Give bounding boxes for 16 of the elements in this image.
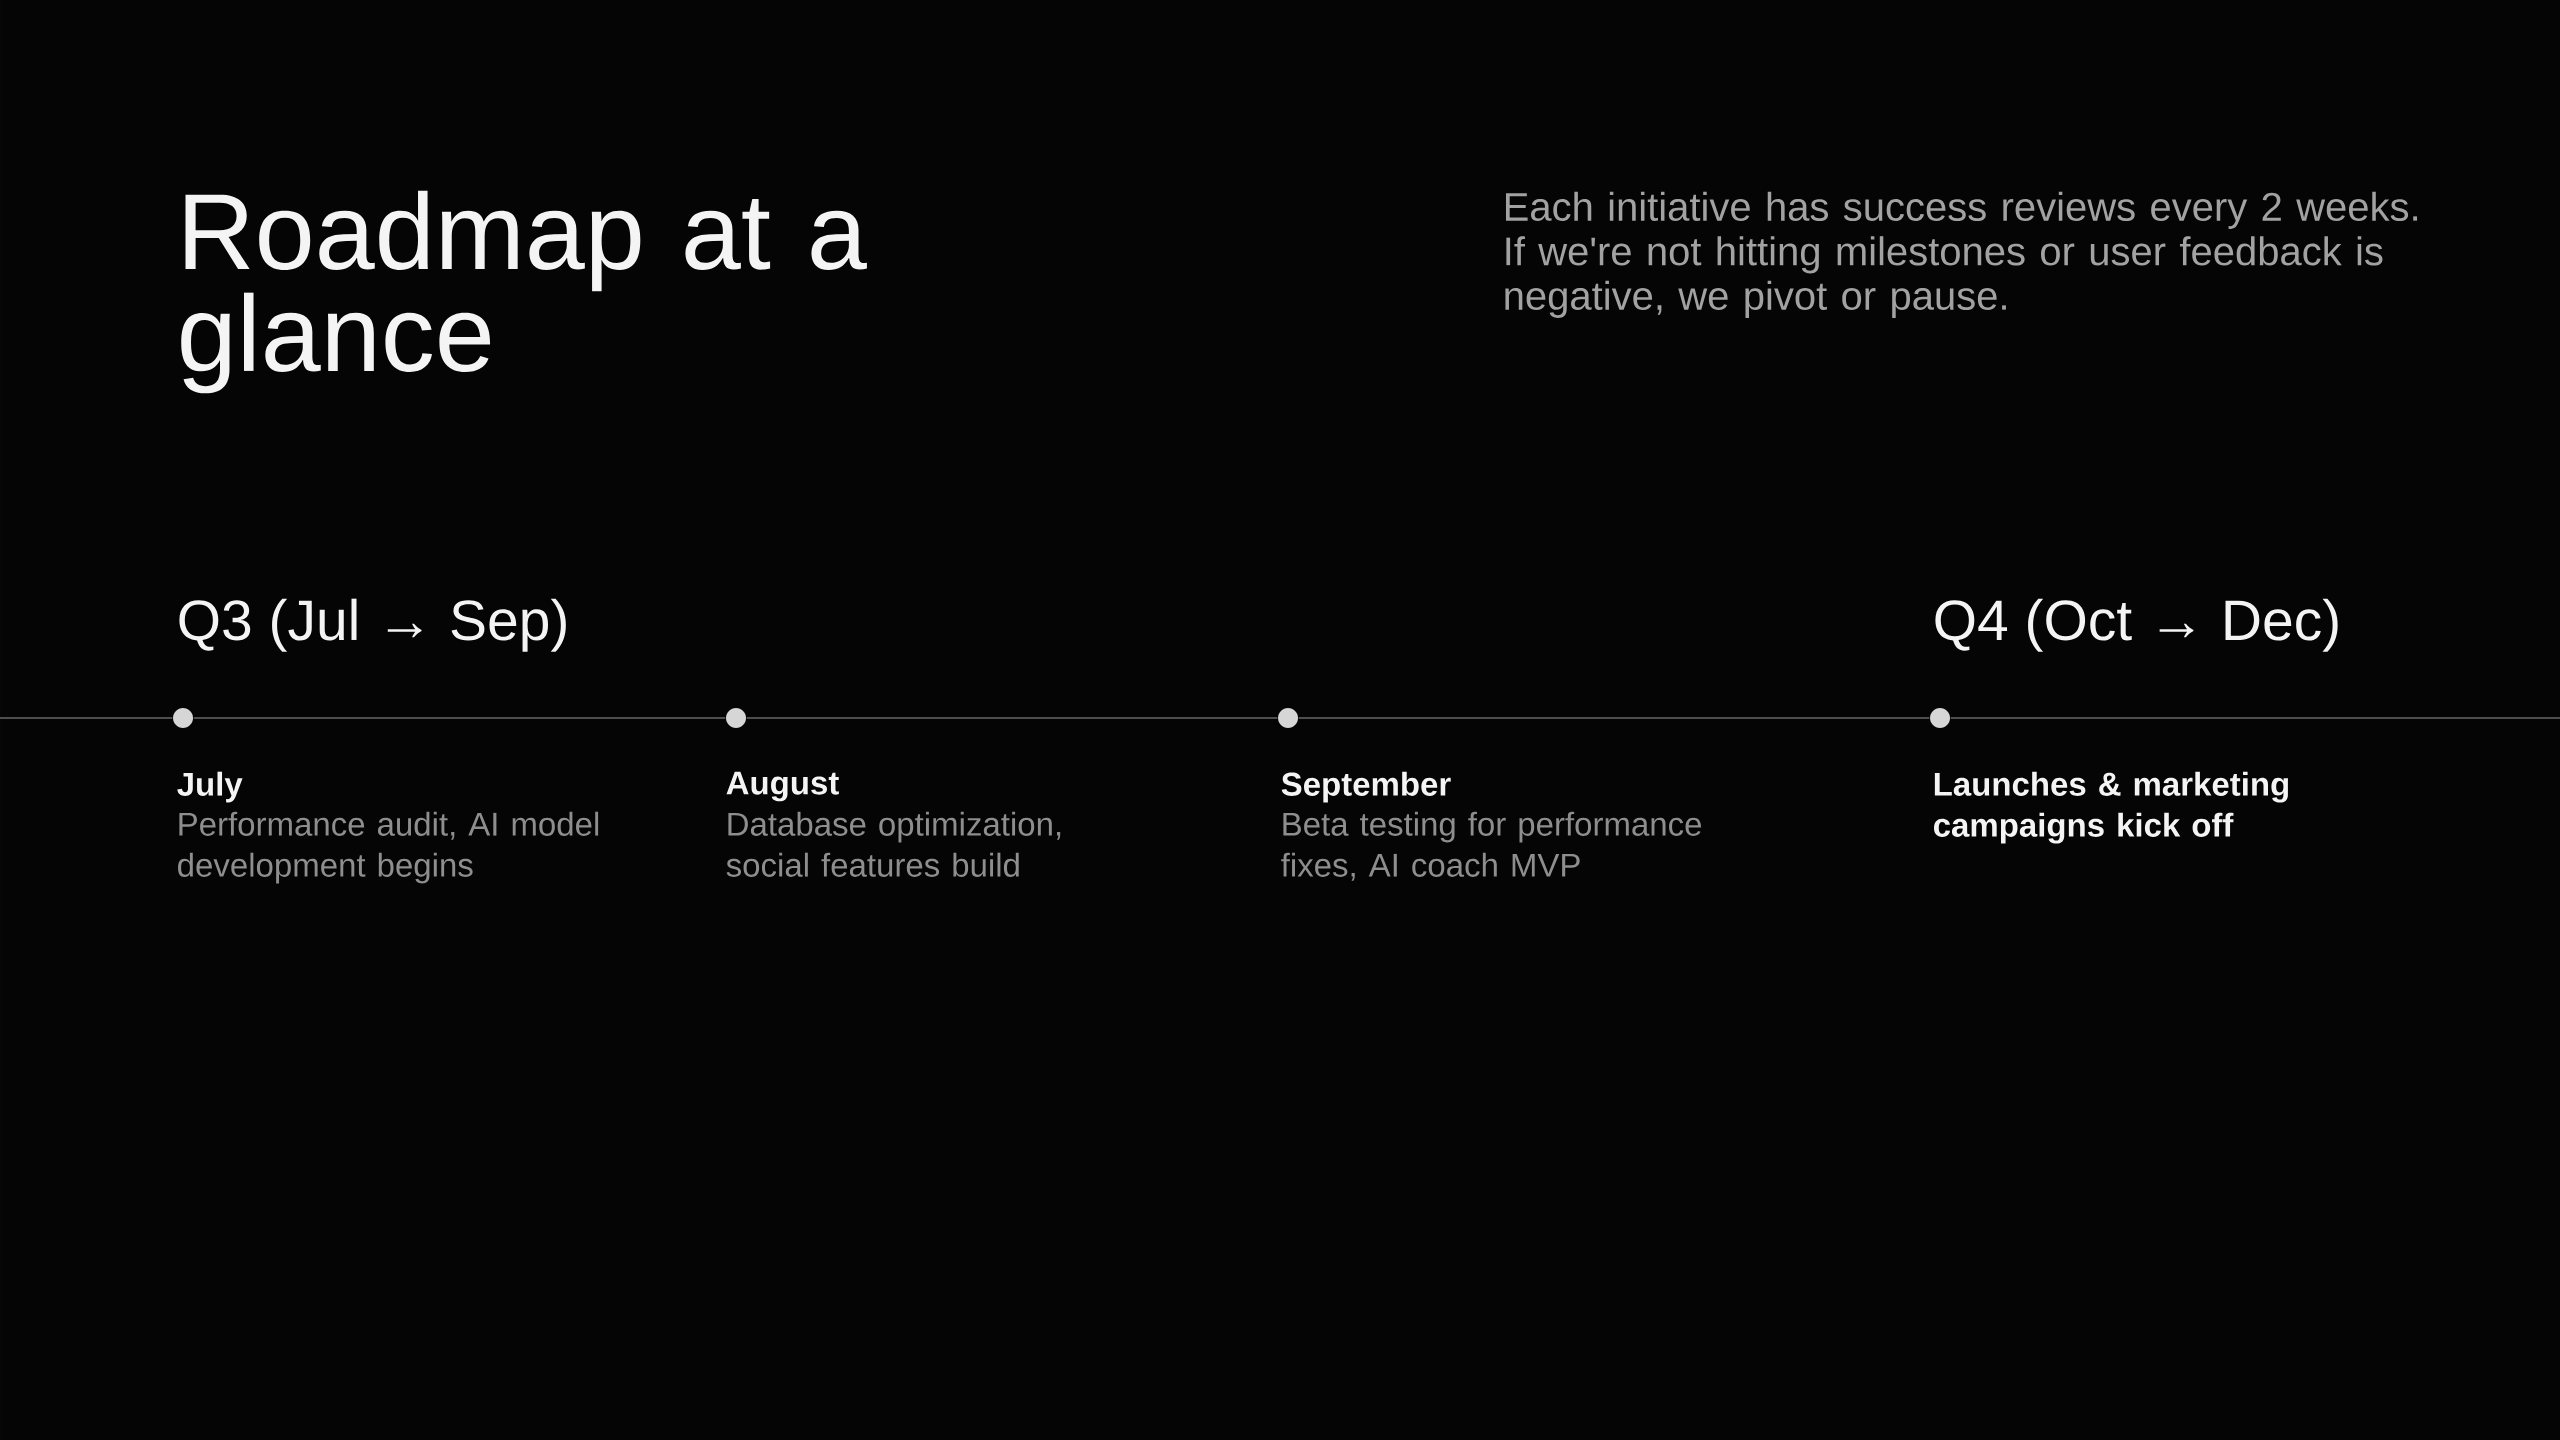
title: Roadmap at a glance bbox=[181, 190, 867, 394]
milestone-description: Performance audit, AI model development begins bbox=[178, 811, 599, 884]
quarter-heading: Q4 (Oct → Dec) bbox=[1935, 598, 2338, 652]
timeline-line bbox=[745, 717, 1279, 719]
timeline-line bbox=[1949, 717, 2560, 719]
milestone-heading: August bbox=[726, 771, 839, 802]
milestone-heading: September bbox=[1281, 771, 1451, 803]
milestone-heading: July bbox=[177, 771, 243, 803]
timeline-line bbox=[1297, 717, 1931, 719]
milestone-heading: Launches & marketing campaigns kick off bbox=[1934, 771, 2288, 844]
quarter-heading: Q3 (Jul → Sep) bbox=[179, 598, 566, 652]
milestone-description: Database optimization, social features build bbox=[726, 811, 1061, 877]
note-text: Each initiative has success reviews every 2 weeks. If we're not hitting milestones or user feedback is negative, we pivot or pause. bbox=[1505, 191, 2418, 318]
timeline-line bbox=[192, 717, 727, 719]
timeline-line bbox=[0, 717, 174, 719]
milestone-description: Beta testing for performance fixes, AI coach MVP bbox=[1281, 811, 1702, 881]
